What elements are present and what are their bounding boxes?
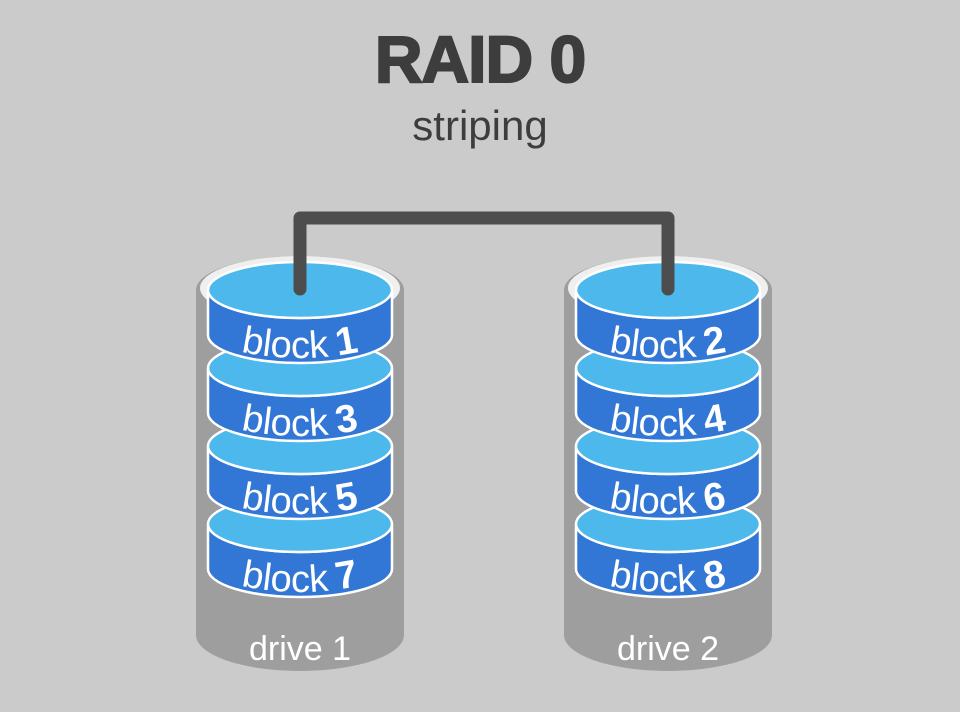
block-label: block8 [607,552,729,601]
block-word: block [239,397,330,445]
diagram-subtitle: striping [412,102,547,149]
block-label: block2 [607,318,729,367]
block-word: block [607,397,698,445]
block-word: block [239,475,330,523]
block-label: block1 [239,318,361,367]
block-word: block [607,475,698,523]
block-word: block [607,553,698,601]
drive-1-cylinder: block7 block5 block3 block1 drive 1 [196,256,404,671]
connector-line [293,211,675,296]
diagram-title: RAID 0 [375,22,585,96]
drive-label: drive 2 [617,630,719,668]
block-1: block1 [206,260,394,367]
block-word: block [239,553,330,601]
block-word: block [239,319,330,367]
block-label: block4 [607,396,729,445]
block-label: block7 [239,552,361,601]
drive-label: drive 1 [249,630,351,668]
block-label: block3 [239,396,361,445]
drive-2-cylinder: block8 block6 block4 block2 drive 2 [564,256,772,671]
block-word: block [607,319,698,367]
block-label: block5 [239,474,361,523]
block-label: block6 [607,474,729,523]
block-6: block6 [574,416,762,523]
